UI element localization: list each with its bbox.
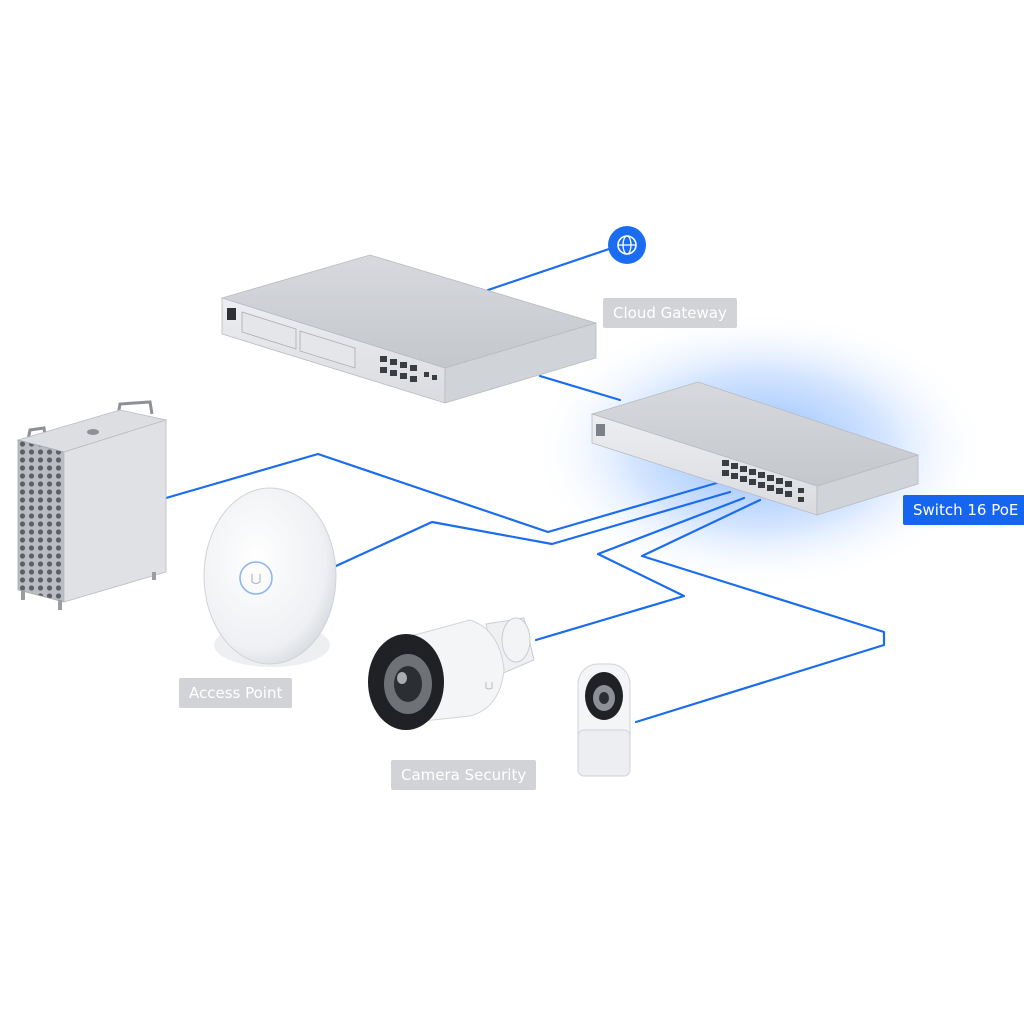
access-point-device[interactable] — [203, 487, 337, 667]
led-ring — [239, 561, 273, 595]
label-camera-security: Camera Security — [391, 760, 537, 790]
link-switch-access-point — [334, 490, 732, 568]
label-access-point: Access Point — [179, 678, 293, 708]
label-cloud-gateway: Cloud Gateway — [603, 298, 737, 328]
cloud-gateway-device[interactable] — [220, 254, 598, 404]
switch-16-poe-device[interactable] — [590, 381, 920, 516]
flex-camera-device[interactable] — [577, 663, 631, 777]
tower-server-device[interactable] — [16, 400, 168, 610]
link-switch-camera-bullet — [534, 496, 746, 642]
link-switch-server — [164, 452, 722, 534]
link-internet-gateway — [486, 246, 614, 292]
globe-icon[interactable] — [608, 226, 646, 264]
links — [164, 246, 886, 724]
link-gateway-switch — [538, 374, 622, 402]
label-switch-16-poe: Switch 16 PoE — [903, 495, 1024, 525]
bullet-camera-device[interactable] — [368, 617, 535, 730]
link-switch-camera-flex — [634, 498, 886, 724]
